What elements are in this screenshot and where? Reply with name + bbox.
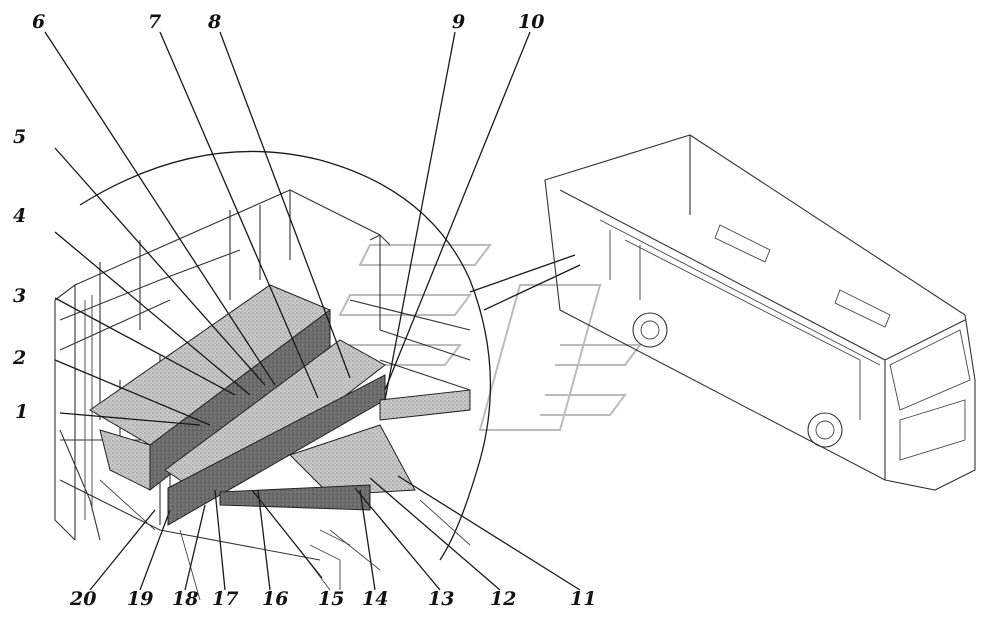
callout-1: 1 <box>15 401 28 423</box>
callout-13: 13 <box>428 588 454 610</box>
callout-7: 7 <box>148 11 161 33</box>
callout-9: 9 <box>452 11 465 33</box>
callout-8: 8 <box>207 11 221 33</box>
callout-5: 5 <box>13 126 26 148</box>
callout-10: 10 <box>518 11 544 33</box>
callout-18: 18 <box>172 588 198 610</box>
callout-12: 12 <box>490 588 516 610</box>
callout-labels: 1 2 3 4 5 6 7 8 9 10 11 12 13 14 15 16 1… <box>12 11 596 610</box>
callout-6: 6 <box>32 11 45 33</box>
callout-11: 11 <box>570 588 596 610</box>
callout-3: 3 <box>13 285 26 307</box>
podium-floor <box>89 284 471 526</box>
detail-circle <box>79 150 581 561</box>
callout-16: 16 <box>262 588 288 610</box>
watermark-logo <box>328 244 642 431</box>
bus-illustration <box>544 134 976 491</box>
leader-lines <box>44 31 581 591</box>
callout-14: 14 <box>362 588 388 610</box>
callout-4: 4 <box>13 205 26 227</box>
callout-20: 20 <box>69 588 96 610</box>
callout-17: 17 <box>212 588 238 610</box>
callout-2: 2 <box>12 347 26 369</box>
callout-19: 19 <box>127 588 153 610</box>
callout-15: 15 <box>318 588 344 610</box>
